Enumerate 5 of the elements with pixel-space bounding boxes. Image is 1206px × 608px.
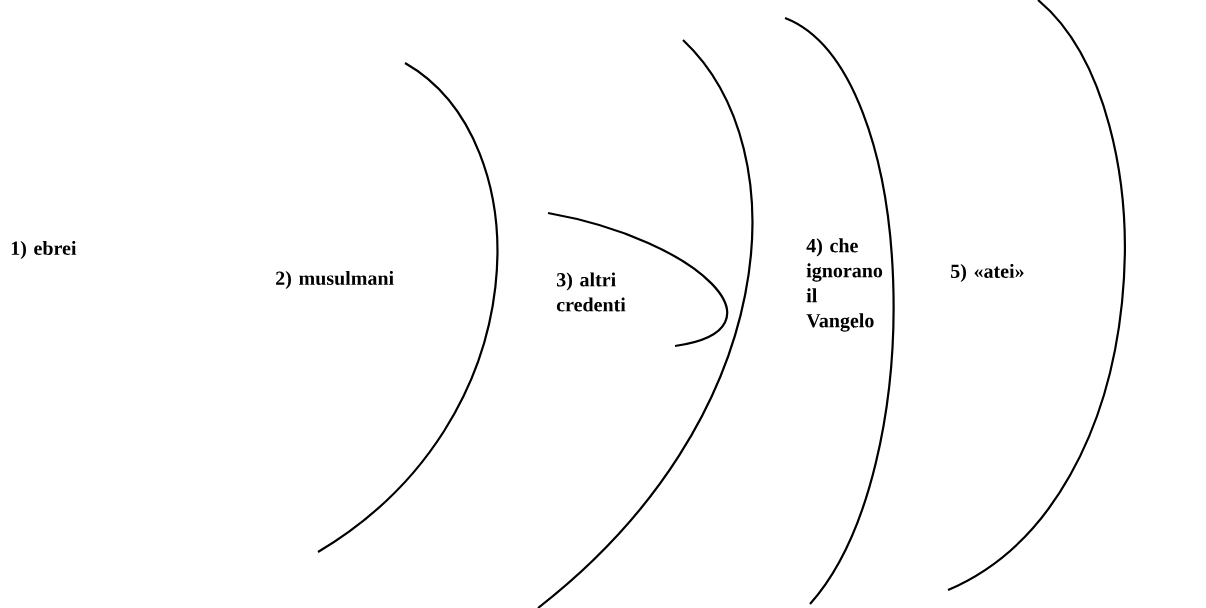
group-label: 2) musulmani: [276, 270, 394, 290]
group-label: 1) ebrei: [11, 240, 77, 260]
group-label: 3) altri credenti: [556, 272, 626, 312]
group-label: 4) che ignorano il Vangelo: [806, 238, 883, 332]
group-label: 5) «atei»: [951, 263, 1024, 283]
